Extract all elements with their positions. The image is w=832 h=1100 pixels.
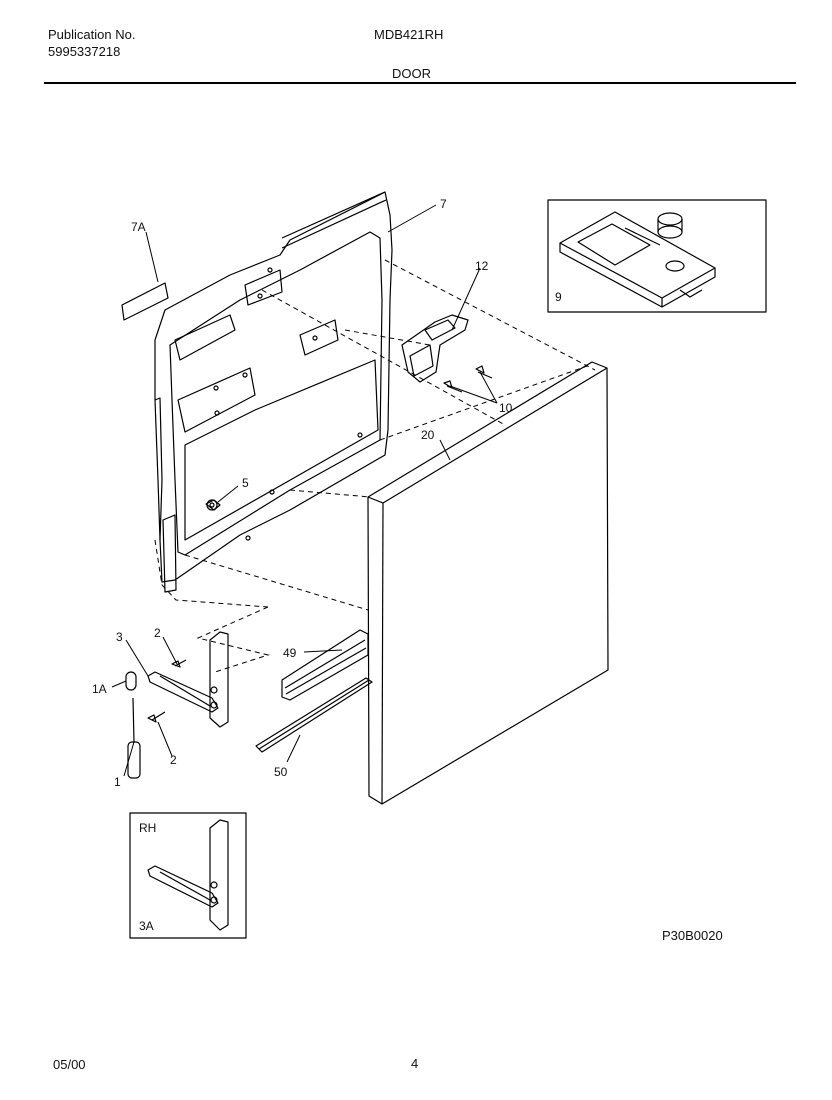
door-cable-1 xyxy=(127,697,141,779)
publication-label: Publication No. xyxy=(48,27,136,42)
screw-10-upper xyxy=(475,365,493,379)
section-title: DOOR xyxy=(392,66,431,81)
assembly-lines xyxy=(154,259,596,673)
leader-lines xyxy=(111,204,498,777)
outer-door-panel xyxy=(367,361,609,805)
callout-1: 1 xyxy=(114,775,121,789)
vent-gasket-49 xyxy=(281,629,369,701)
callout-9: 9 xyxy=(555,290,562,304)
callout-49: 49 xyxy=(283,646,297,660)
callout-20: 20 xyxy=(421,428,435,442)
screw-2-lower xyxy=(147,711,166,723)
callout-50: 50 xyxy=(274,765,288,779)
diagram-code: P30B0020 xyxy=(662,928,723,943)
publication-number: 5995337218 xyxy=(48,44,121,59)
footer-date: 05/00 xyxy=(53,1057,86,1072)
callout-3: 3 xyxy=(116,630,123,644)
rh-hinge-arm xyxy=(147,819,229,931)
callout-3a: 3A xyxy=(139,919,154,933)
detergent-dispenser xyxy=(559,211,716,308)
footer-page-number: 4 xyxy=(411,1056,419,1071)
callout-2-lower: 2 xyxy=(170,753,177,767)
rh-hinge-inset-box xyxy=(129,812,247,939)
callout-1a: 1A xyxy=(92,682,107,696)
door-latch xyxy=(401,314,469,383)
header-rule xyxy=(44,82,796,84)
callout-10: 10 xyxy=(499,401,513,415)
callout-7: 7 xyxy=(440,197,447,211)
nut-5 xyxy=(205,499,221,511)
callout-rh: RH xyxy=(139,821,156,835)
inner-door-frame xyxy=(154,191,393,593)
plate-7a xyxy=(121,282,169,321)
cable-clip-1a xyxy=(125,671,137,691)
hinge-arm xyxy=(147,631,229,728)
callout-2-upper: 2 xyxy=(154,626,161,640)
model-number: MDB421RH xyxy=(374,27,444,42)
bottom-seal-50 xyxy=(255,677,373,753)
callout-7a: 7A xyxy=(131,220,146,234)
callout-12: 12 xyxy=(475,259,489,273)
screw-10-lower xyxy=(443,380,463,393)
dispenser-inset-box xyxy=(547,199,767,313)
callout-5: 5 xyxy=(242,476,249,490)
screw-2-upper xyxy=(171,659,187,668)
